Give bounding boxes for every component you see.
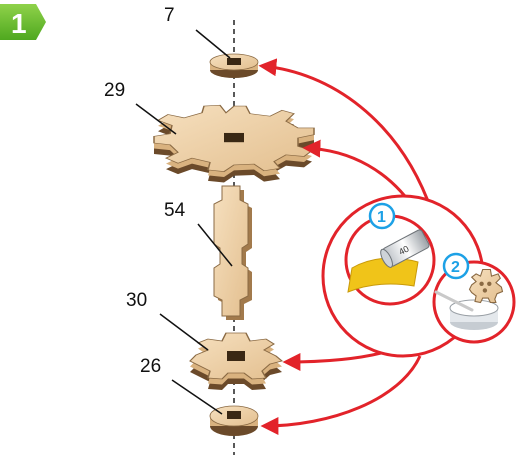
step-badge: 1 (0, 4, 46, 40)
part-label-26: 26 (140, 356, 161, 377)
svg-text:1: 1 (377, 209, 386, 226)
step-number: 1 (11, 8, 27, 39)
wax-callout (432, 260, 516, 344)
wax-icon (434, 268, 504, 330)
callout-number-1: 1 (368, 202, 396, 230)
arrow-to-part-26 (260, 355, 422, 435)
callout-number-2: 2 (442, 252, 470, 280)
sandpaper-icon: 40 (347, 229, 430, 293)
part-29-large-gear (153, 104, 315, 183)
part-7-disc (209, 53, 259, 78)
finishing-callout: 40 1 (321, 194, 516, 358)
arrow-to-part-7 (258, 58, 434, 213)
part-label-29: 29 (104, 80, 125, 101)
sandpaper-callout: 40 (344, 214, 436, 306)
part-label-30: 30 (126, 290, 147, 311)
part-label-7: 7 (164, 5, 175, 26)
label-leaders (135, 29, 233, 415)
svg-text:2: 2 (451, 259, 460, 276)
part-54-shaft (213, 185, 252, 320)
part-label-54: 54 (164, 200, 186, 221)
sandpaper-grit: 40 (397, 244, 411, 258)
part-30-small-gear (189, 332, 284, 390)
part-26-disc (209, 405, 259, 436)
